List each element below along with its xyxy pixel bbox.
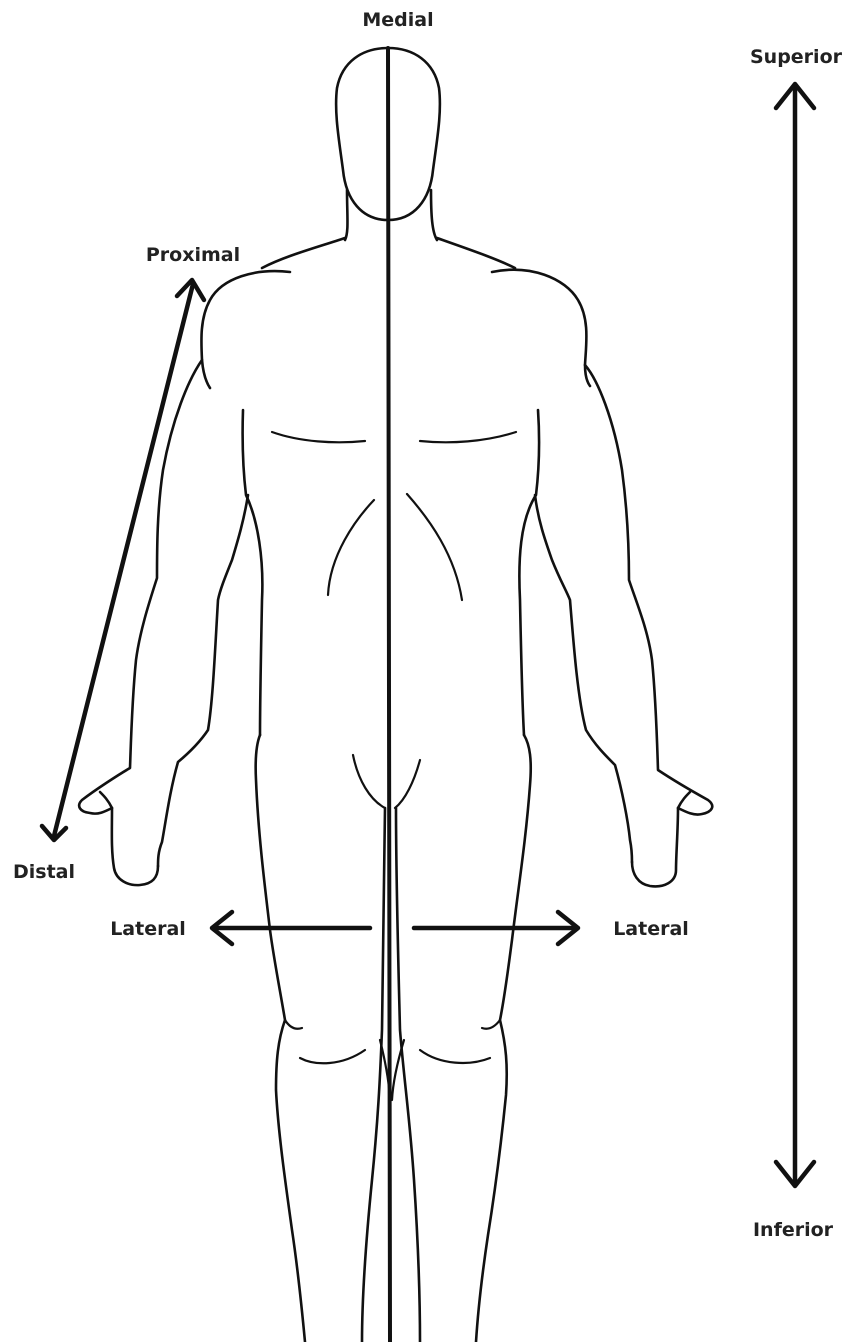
knee-left-crease [285,1020,302,1029]
neck-left [345,190,348,240]
neck-right [431,190,437,240]
superior-inferior-arrow [776,84,814,1186]
right-thumb [678,792,690,808]
trapezius-right [437,238,515,268]
calf-inner-right [392,1040,404,1100]
left-leg-inner [362,808,385,1342]
right-arm-inner [535,495,632,862]
human-body-figure [79,48,712,1342]
right-arm-outer [585,365,712,886]
torso-right-side [519,410,539,735]
proximal-distal-line [54,284,193,836]
medial-midline [388,48,390,1342]
knee-left [300,1050,365,1063]
lateral-arrows [212,912,578,944]
chest-line-right [420,432,516,442]
trapezius-left [262,238,345,268]
proximal-distal-arrow [42,280,204,840]
left-arm-inner [158,495,248,866]
torso-left-side [243,410,263,735]
left-leg-outer [256,735,305,1342]
deltoid-left [201,271,290,388]
right-leg-inner [396,808,420,1342]
left-arm-outer [79,360,202,885]
label-inferior: Inferior [753,1219,834,1241]
label-proximal: Proximal [146,244,240,266]
oblique-left [328,500,374,595]
groin-right [395,760,420,808]
left-thumb [100,792,112,808]
deltoid-right [492,270,590,386]
chest-line-left [272,432,365,442]
knee-right-crease [482,1020,500,1029]
label-lateral-left: Lateral [110,918,186,940]
label-superior: Superior [750,46,843,68]
knee-right [420,1050,490,1063]
oblique-right [407,494,462,600]
label-medial: Medial [362,9,433,31]
groin-left [353,755,385,808]
label-lateral-right: Lateral [613,918,689,940]
right-leg-outer [476,735,531,1342]
label-distal: Distal [13,861,75,883]
